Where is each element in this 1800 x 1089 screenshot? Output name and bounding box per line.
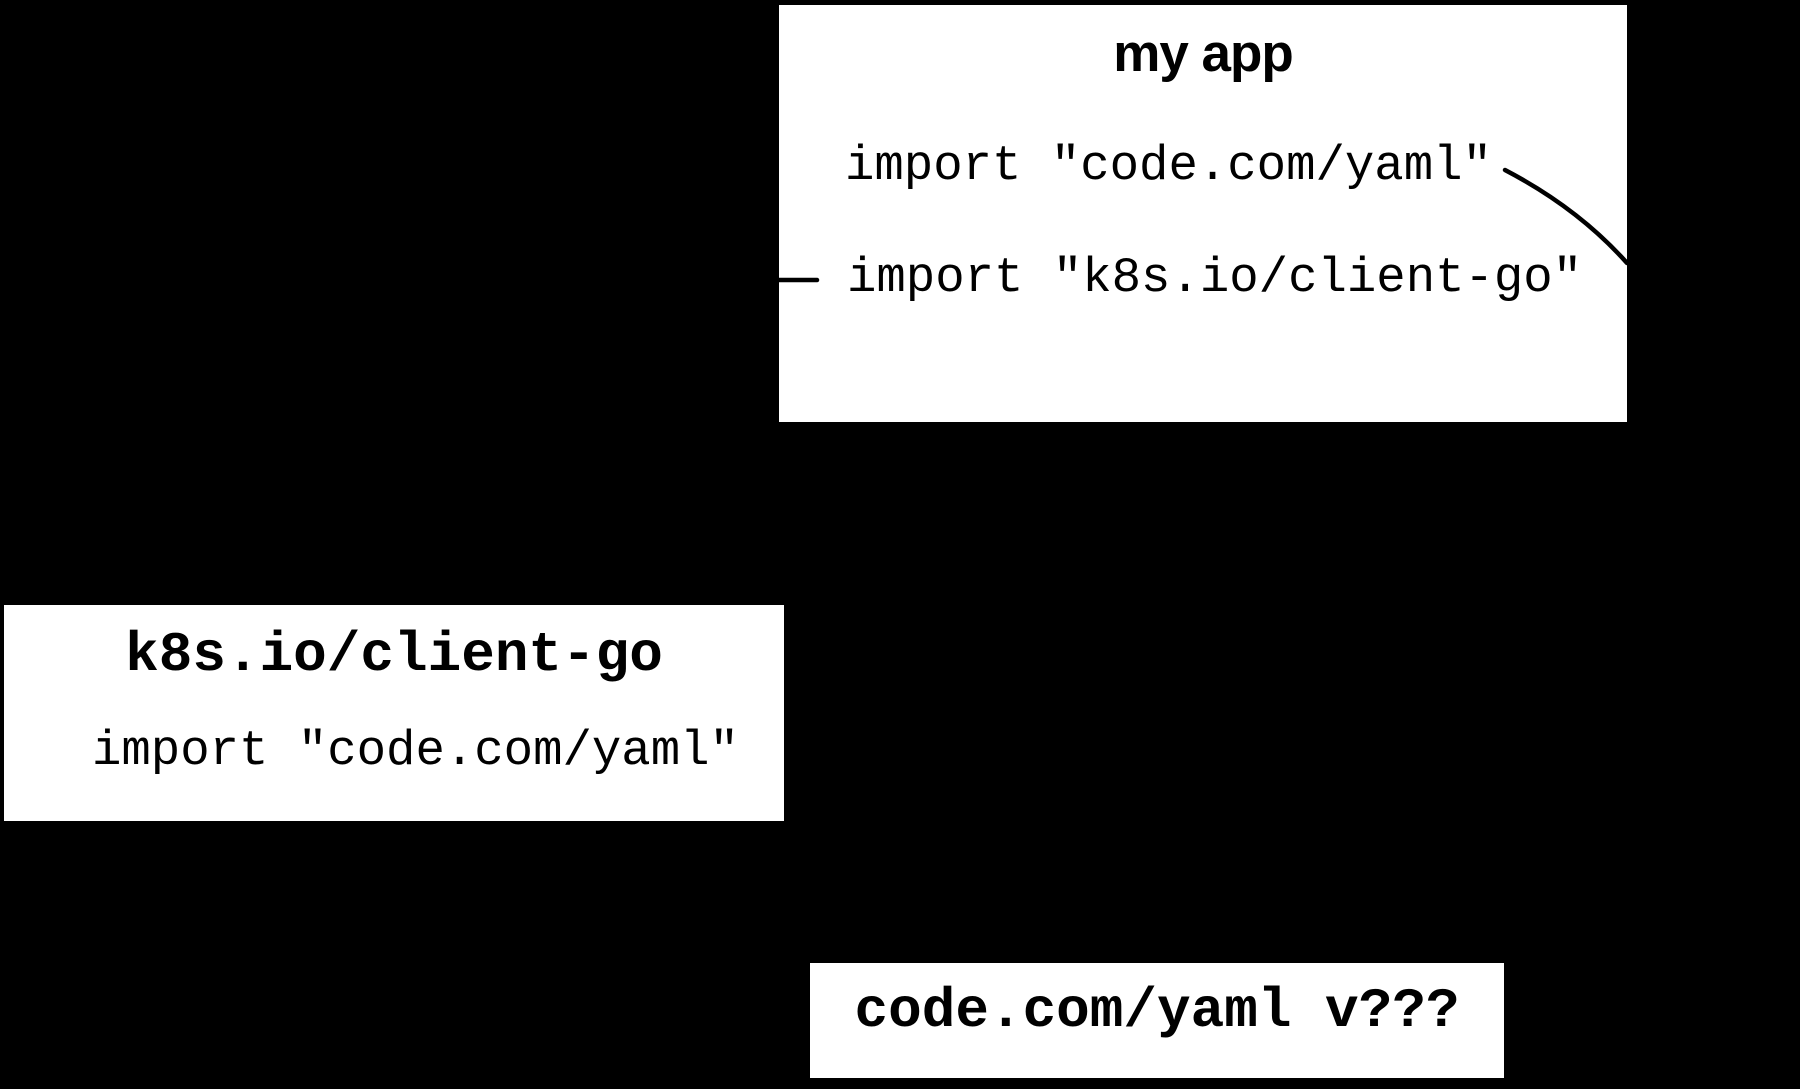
- module-box-client-go: k8s.io/client-go import "code.com/yaml": [4, 605, 784, 821]
- import-statement-yaml: import "code.com/yaml": [845, 138, 1492, 194]
- import-statement-client-go: import "k8s.io/client-go": [847, 250, 1583, 306]
- import-statement-yaml-from-client-go: import "code.com/yaml": [92, 723, 739, 779]
- module-box-my-app: my app import "code.com/yaml" import "k8…: [779, 5, 1627, 422]
- module-box-yaml-version: code.com/yaml v???: [810, 963, 1504, 1078]
- module-title-yaml-version: code.com/yaml v???: [854, 979, 1460, 1043]
- module-title-my-app: my app: [1113, 24, 1294, 83]
- module-title-client-go: k8s.io/client-go: [125, 623, 663, 687]
